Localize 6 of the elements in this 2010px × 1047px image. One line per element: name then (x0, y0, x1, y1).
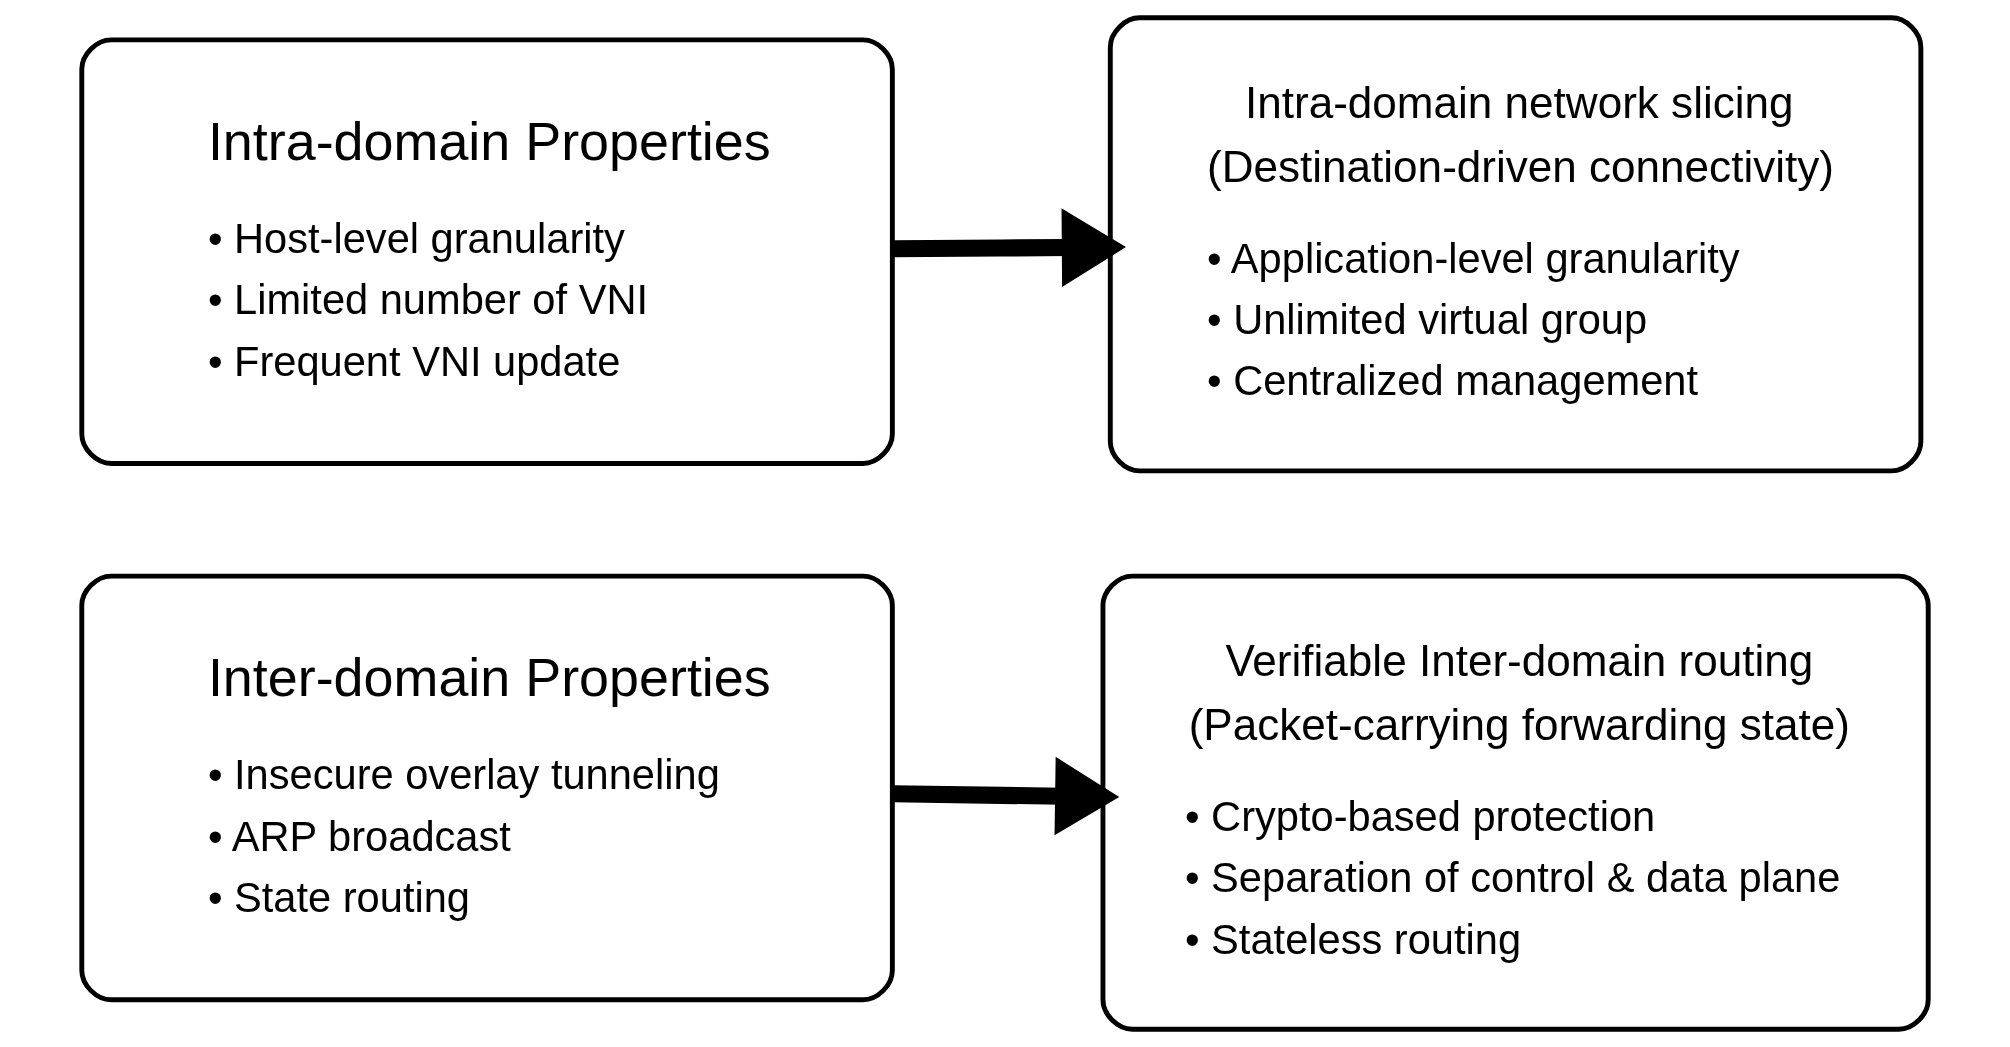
arrow (892, 208, 1126, 287)
arrow (892, 756, 1120, 836)
node-box: Inter-domain Properties • Insecure overlay tunneling • ARP broadcast • State routing (79, 573, 895, 1003)
node-box: Intra-domain network slicing (Destination-driven connectivity) • Application-level granularity • Unlimited virtual group • Centralized management (1107, 15, 1924, 474)
node-box: Verifiable Inter-domain routing (Packet-carrying forwarding state) • Crypto-based protection • Separation of control & data plane • Stateless routing (1100, 573, 1931, 1032)
node-box: Intra-domain Properties • Host-level granularity • Limited number of VNI • Frequent VNI update (79, 37, 895, 466)
